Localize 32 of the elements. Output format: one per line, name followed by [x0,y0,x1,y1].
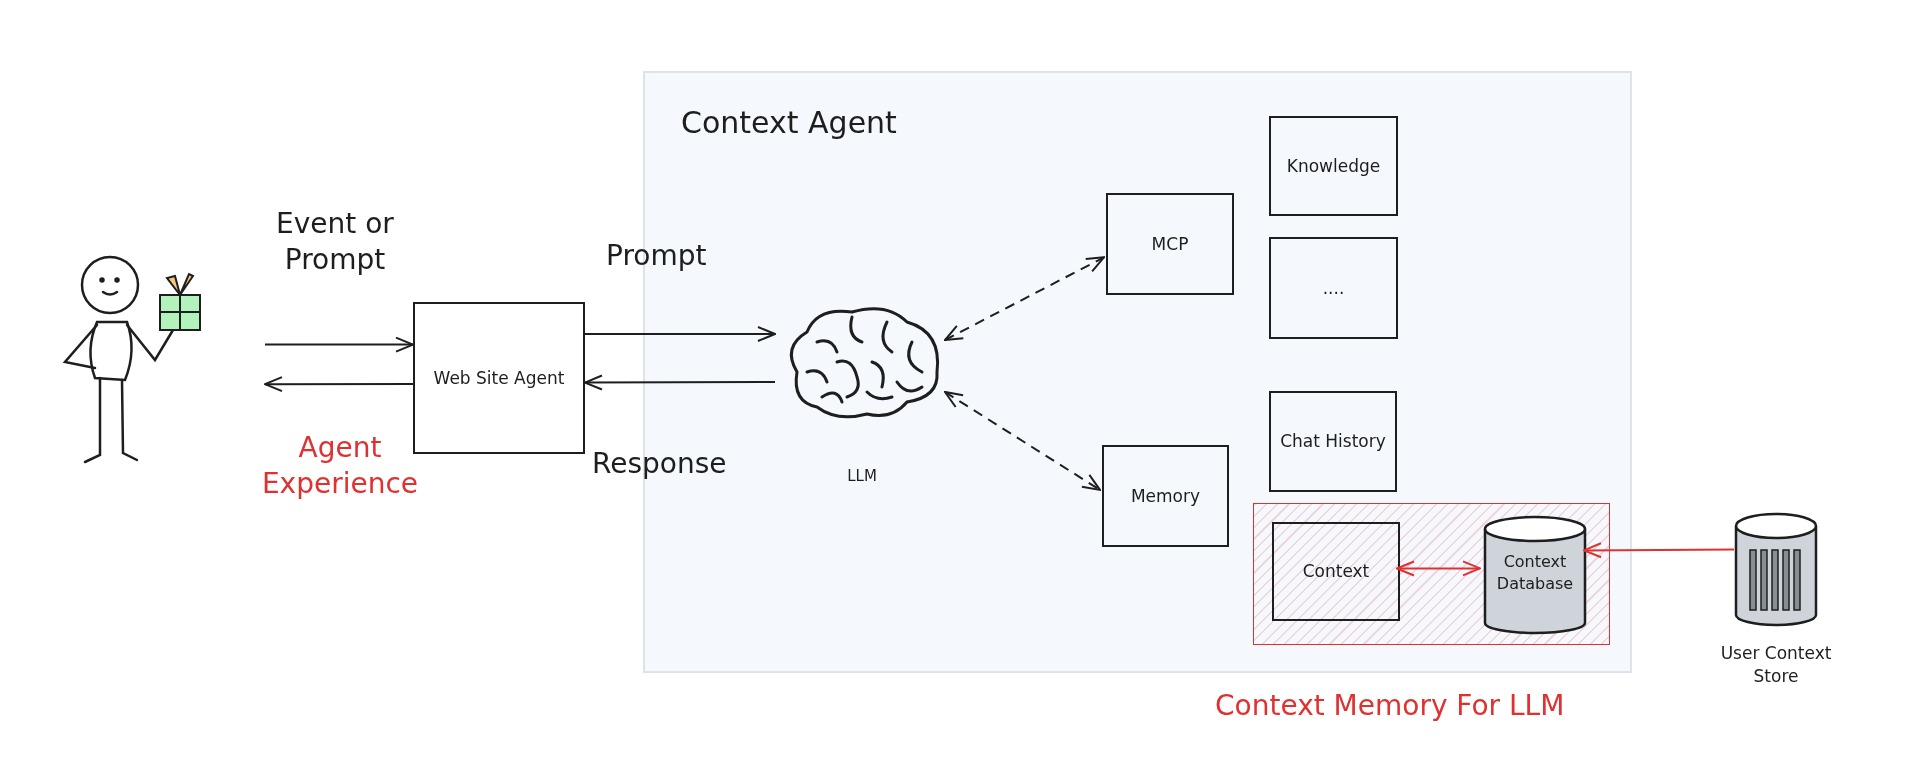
box-label: Chat History [1279,430,1387,454]
store-label: User Context Store [1719,642,1833,688]
process-box [1269,116,1398,216]
annotation-text: Agent Experience [260,430,420,503]
process-box [1272,522,1400,621]
hatched-region [1253,503,1610,645]
box-label: .... [1321,276,1346,300]
arrow [584,326,776,342]
process-box [1102,445,1229,547]
annotation-text: Context Memory For LLM [1215,688,1565,724]
box-label: MCP [1150,232,1190,256]
box-label: Knowledge [1285,154,1382,178]
process-box [1106,193,1234,295]
arrow [1396,560,1481,577]
edge-label: Prompt [606,238,707,274]
model-label: LLM [846,466,878,487]
edge-label: Response [592,446,727,482]
panel-title: Context Agent [680,104,898,142]
database-label: Context Database [1495,551,1575,596]
arrow [264,336,414,353]
process-box [1269,237,1398,339]
edge-label: Event or Prompt [275,206,395,279]
dashed-arrow [944,391,1101,491]
arrow [1583,542,1735,559]
box-label: Memory [1129,484,1202,508]
arrow [264,376,414,393]
process-box [1269,391,1397,492]
dashed-arrow [944,256,1105,341]
process-box [413,302,585,454]
arrow [584,374,776,391]
box-label: Context [1301,560,1371,584]
box-label: Web Site Agent [432,366,566,390]
